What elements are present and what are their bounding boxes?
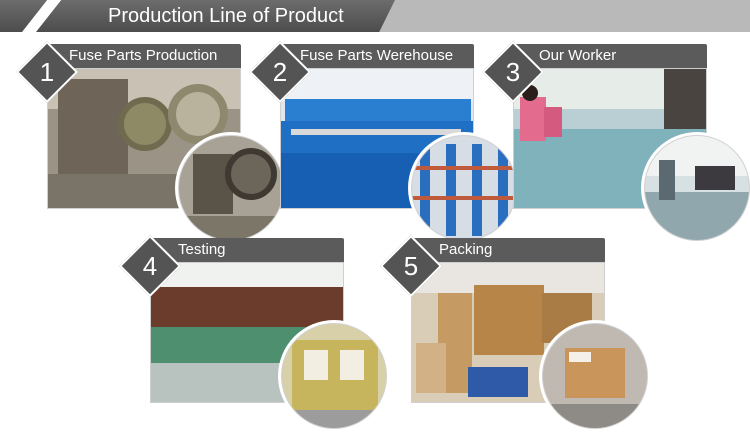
- step-number: 5: [403, 251, 419, 281]
- panel-fuse-parts-production: Fuse Parts Production 1: [15, 40, 287, 244]
- panel-tab: [411, 238, 605, 262]
- panel-tab: [47, 44, 241, 68]
- panel-label: Our Worker: [539, 47, 617, 64]
- production-photo: [47, 68, 241, 209]
- panel-packing: Packing 5: [379, 234, 651, 432]
- panel-tab: [513, 44, 707, 68]
- production-zoom-circle: [175, 132, 287, 244]
- packing-zoom-circle: [539, 320, 651, 432]
- panel-tab: [150, 238, 344, 262]
- worker-zoom-circle: [641, 132, 750, 244]
- panel-label: Fuse Parts Production: [69, 47, 218, 64]
- page-header: Production Line of Product: [0, 0, 750, 32]
- panel-fuse-parts-warehouse: Fuse Parts Werehouse 2: [248, 40, 520, 244]
- panel-our-worker: Our Worker 3: [481, 40, 750, 244]
- testing-zoom-circle: [278, 320, 390, 432]
- step-number: 2: [272, 57, 288, 87]
- step-number: 4: [142, 251, 158, 281]
- panel-label: Fuse Parts Werehouse: [300, 47, 454, 64]
- step-number: 1: [39, 57, 55, 87]
- panel-label: Testing: [178, 241, 226, 258]
- step-number: 3: [505, 57, 521, 87]
- page-title: Production Line of Product: [108, 5, 344, 27]
- warehouse-zoom-circle: [408, 132, 520, 244]
- panel-label: Packing: [439, 241, 493, 258]
- panel-testing: Testing 4: [118, 234, 390, 432]
- panel-tab: [280, 44, 474, 68]
